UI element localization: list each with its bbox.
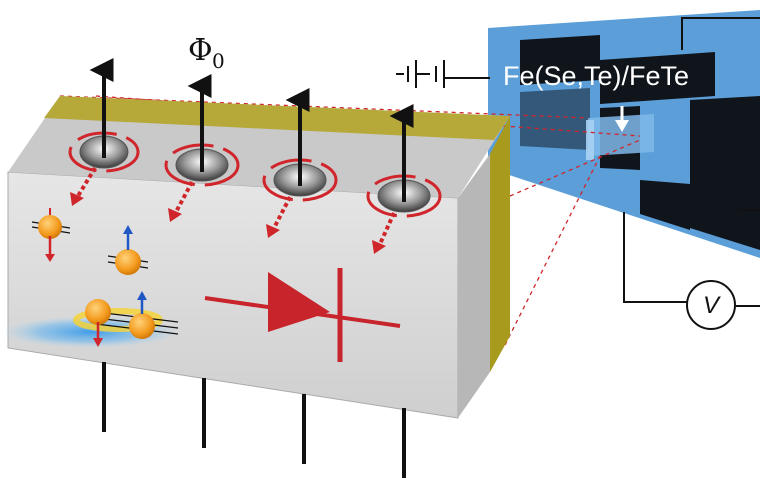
- down-arrow-icon: [615, 106, 629, 132]
- device-block: [7, 96, 510, 419]
- vortex-hole: [164, 74, 240, 222]
- voltmeter-label: V: [703, 292, 721, 319]
- flux-symbol: Φ: [188, 33, 213, 68]
- cooper-pair: [73, 291, 179, 347]
- vortex-hole: [68, 58, 140, 206]
- device-leads: [102, 362, 406, 478]
- diode-symbol-icon: [204, 268, 401, 362]
- battery-symbol-icon: [396, 60, 445, 88]
- electron: [31, 208, 71, 262]
- flux-quantum-label: Φ 0: [188, 33, 225, 73]
- flux-subscript: 0: [212, 49, 225, 73]
- measurement-wiring: [444, 17, 760, 307]
- electron-spins: [2, 208, 179, 348]
- material-label: Fe(Se,Te)/FeTe: [503, 61, 689, 91]
- electron: [107, 225, 149, 275]
- vortex-array: [68, 58, 442, 254]
- voltmeter-icon: V: [686, 280, 736, 330]
- chip-photo: Fe(Se,Te)/FeTe: [488, 10, 760, 258]
- vortex-hole: [262, 88, 338, 238]
- vortex-hole: [366, 104, 442, 254]
